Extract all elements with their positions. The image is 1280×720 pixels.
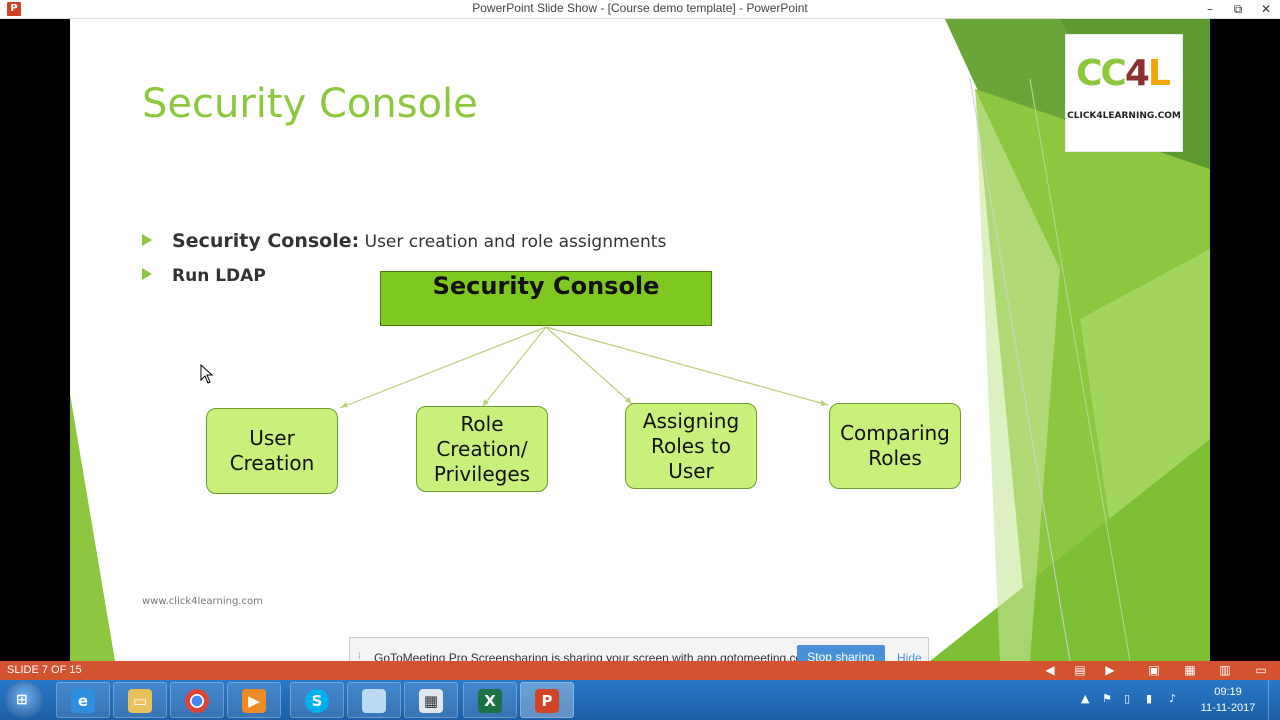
show-hidden-icons-icon[interactable]: ▲: [1081, 692, 1090, 705]
next-icon[interactable]: ▶: [1105, 663, 1115, 677]
taskbar-notepad[interactable]: [347, 682, 401, 718]
file-explorer-icon: ▭: [128, 689, 152, 713]
taskbar-calculator[interactable]: ▦: [404, 682, 458, 718]
normal-view-icon[interactable]: ▣: [1148, 663, 1160, 677]
logo-mark: CC4L: [1076, 53, 1171, 94]
diagram-node-role-creation: Role Creation/ Privileges: [416, 406, 548, 492]
footer-url: www.click4learning.com: [142, 596, 263, 607]
clock-time: 09:19: [1214, 686, 1242, 698]
slide-show-icon[interactable]: ▭: [1255, 663, 1267, 677]
slideshow-statusbar: SLIDE 7 OF 15 ◀ ▤ ▶ ▣ ▦ ▥ ▭: [0, 661, 1280, 680]
chrome-icon: [185, 689, 209, 713]
diagram-node-assigning-roles: Assigning Roles to User: [625, 403, 757, 489]
click4learning-logo: CC4L CLICK4LEARNING.COM: [1066, 35, 1182, 151]
letterbox-right: [1210, 19, 1280, 661]
bullet-bold-text: Run LDAP: [172, 266, 266, 286]
restore-button[interactable]: ⧉: [1233, 2, 1243, 16]
slide-menu-icon[interactable]: ▤: [1074, 663, 1086, 677]
slide-counter: SLIDE 7 OF 15: [7, 664, 82, 676]
bullet-arrow-icon: [142, 268, 152, 280]
volume-icon[interactable]: ♪: [1169, 692, 1177, 705]
notepad-icon: [362, 689, 386, 713]
power-icon[interactable]: ▯: [1124, 692, 1131, 705]
reading-view-icon[interactable]: ▥: [1219, 663, 1231, 677]
logo-text: CLICK4LEARNING.COM: [1067, 111, 1181, 121]
windows-logo-icon: ⊞: [16, 692, 28, 708]
bullet-text: User creation and role assignments: [359, 232, 667, 252]
diagram-root-security-console: Security Console: [380, 271, 712, 326]
bullet-bold-text: Security Console:: [172, 230, 360, 252]
taskbar-excel[interactable]: X: [463, 682, 517, 718]
taskbar-chrome[interactable]: [170, 682, 224, 718]
taskbar-internet-explorer[interactable]: e: [56, 682, 110, 718]
slide-title: Security Console: [142, 81, 478, 127]
taskbar-powerpoint[interactable]: P: [520, 682, 574, 718]
previous-icon[interactable]: ◀: [1045, 663, 1055, 677]
diagram-node-user-creation: User Creation: [206, 408, 338, 494]
bullet-arrow-icon: [142, 234, 152, 246]
diagram-node-comparing-roles: Comparing Roles: [829, 403, 961, 489]
clock-date: 11-11-2017: [1200, 702, 1256, 714]
skype-icon: S: [305, 689, 329, 713]
bullet-run-ldap: Run LDAP: [142, 266, 266, 286]
window-title: PowerPoint Slide Show - [Course demo tem…: [472, 1, 808, 15]
taskbar-media-player[interactable]: ▶: [227, 682, 281, 718]
bullet-security-console: Security Console: User creation and role…: [142, 230, 666, 252]
drag-handle-icon[interactable]: ⁞: [358, 651, 362, 662]
start-button[interactable]: ⊞: [5, 682, 43, 718]
slide-canvas[interactable]: Security Console Security Console: User …: [70, 19, 1210, 661]
minimize-button[interactable]: –: [1207, 2, 1213, 16]
letterbox-left: [0, 19, 70, 661]
media-player-icon: ▶: [242, 689, 266, 713]
excel-icon: X: [478, 689, 502, 713]
slide-sorter-icon[interactable]: ▦: [1184, 663, 1196, 677]
mouse-cursor-icon: [200, 364, 214, 384]
system-clock[interactable]: 09:19 11-11-2017: [1200, 684, 1256, 716]
window-titlebar: P PowerPoint Slide Show - [Course demo t…: [0, 0, 1280, 19]
network-signal-icon[interactable]: ▮: [1146, 692, 1153, 705]
close-button[interactable]: ✕: [1260, 2, 1272, 16]
windows-taskbar: ⊞ e ▭ ▶ S ▦ X P ▲ ⚑ ▯ ▮ ♪ 09:19 11-11-20…: [0, 680, 1280, 720]
taskbar-file-explorer[interactable]: ▭: [113, 682, 167, 718]
powerpoint-icon: P: [535, 689, 559, 713]
powerpoint-app-icon[interactable]: P: [7, 2, 21, 16]
action-center-flag-icon[interactable]: ⚑: [1102, 692, 1112, 705]
show-desktop-button[interactable]: [1268, 680, 1280, 720]
taskbar-skype[interactable]: S: [290, 682, 344, 718]
internet-explorer-icon: e: [71, 689, 95, 713]
calculator-icon: ▦: [419, 689, 443, 713]
